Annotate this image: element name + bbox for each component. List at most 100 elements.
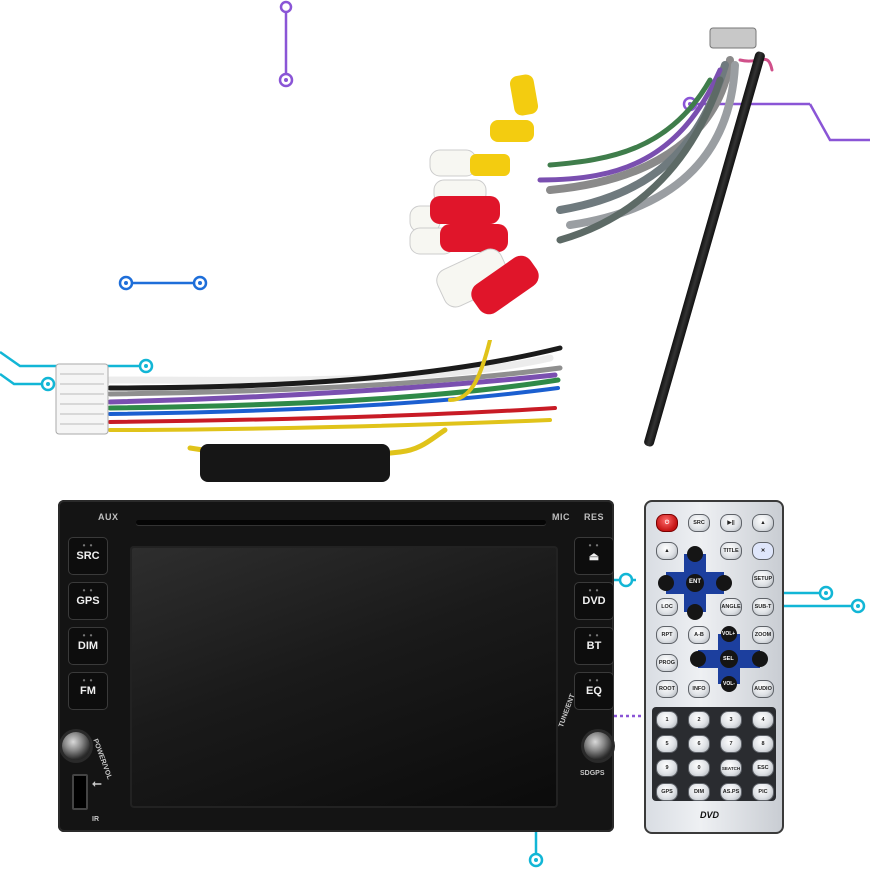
root-label: ROOT xyxy=(659,686,675,692)
as-ps-button[interactable]: AS.PS xyxy=(720,783,742,801)
band-button[interactable]: ▲ xyxy=(656,542,678,560)
circuit-node xyxy=(618,572,634,588)
key-2[interactable]: 2 xyxy=(688,711,710,729)
enter-button[interactable] xyxy=(686,574,704,592)
key-label: 5 xyxy=(665,741,669,747)
circuit-node xyxy=(279,0,293,14)
key-label: GPS xyxy=(661,789,673,795)
zoom-button[interactable]: ZOOM xyxy=(752,626,774,644)
mute-icon: ✕ xyxy=(760,548,766,554)
wire-yellow xyxy=(448,340,492,402)
loc-button[interactable]: LOC xyxy=(656,598,678,616)
nav-up-button[interactable] xyxy=(687,546,703,562)
harness-connector xyxy=(709,27,757,49)
key-4[interactable]: 4 xyxy=(752,711,774,729)
key-1[interactable]: 1 xyxy=(656,711,678,729)
src-remote-button[interactable]: SRC xyxy=(688,514,710,532)
rca-plug-yellow xyxy=(470,154,510,176)
angle-label: ANGLE xyxy=(721,604,741,610)
gps-remote-button[interactable]: GPS xyxy=(656,783,678,801)
key-5[interactable]: 5 xyxy=(656,735,678,753)
band-icon: ▲ xyxy=(664,548,670,554)
nav-down-button[interactable] xyxy=(687,604,703,620)
key-0[interactable]: 0 xyxy=(688,759,710,777)
display-screen xyxy=(130,546,558,808)
prev-button[interactable] xyxy=(690,651,706,667)
subtitle-label: SUB-T xyxy=(754,604,772,610)
tune-enter-knob[interactable] xyxy=(584,732,612,760)
a-b-button[interactable]: A-B xyxy=(688,626,710,644)
key-label: 2 xyxy=(697,717,701,723)
key-label: 0 xyxy=(697,765,701,771)
usb-port[interactable] xyxy=(72,774,88,810)
play-pause-label: ▶|| xyxy=(727,520,735,526)
bt-button[interactable]: • •BT xyxy=(574,627,614,665)
rca-plugs xyxy=(409,74,539,315)
wire-gray xyxy=(566,61,739,229)
setup-label: SETUP xyxy=(753,576,773,582)
wire-purple xyxy=(107,372,558,405)
wire-gray xyxy=(546,56,734,194)
key-3[interactable]: 3 xyxy=(720,711,742,729)
rca-cable-harness xyxy=(409,27,774,315)
angle-button[interactable]: ANGLE xyxy=(720,598,742,616)
eject-button[interactable]: • •⏏ xyxy=(574,537,614,575)
wire-green xyxy=(107,377,561,411)
key-6[interactable]: 6 xyxy=(688,735,710,753)
key-label: SEATCH xyxy=(721,765,741,771)
dvd-button[interactable]: • •DVD xyxy=(574,582,614,620)
prog-button[interactable]: PROG xyxy=(656,654,678,672)
remote-src-label: SRC xyxy=(693,520,705,526)
info-button[interactable]: INFO xyxy=(688,680,710,698)
root-button[interactable]: ROOT xyxy=(656,680,678,698)
nav-right-button[interactable] xyxy=(716,575,732,591)
pic-button[interactable]: PIC xyxy=(752,783,774,801)
key-9[interactable]: 9 xyxy=(656,759,678,777)
mute-button[interactable]: ✕ xyxy=(752,542,774,560)
audio-button[interactable]: AUDIO xyxy=(752,680,774,698)
circuit-line xyxy=(0,372,48,386)
eject-icon: ⏏ xyxy=(588,550,600,563)
title-button[interactable]: TITLE xyxy=(720,542,742,560)
numeric-keypad: 1 2 3 4 5 6 7 8 9 0 SEATCH ESC GPS DIM A… xyxy=(652,707,776,801)
power-volume-knob[interactable] xyxy=(62,732,90,760)
eject-remote-button[interactable]: ▲ xyxy=(752,514,774,532)
mic-label: MIC xyxy=(552,512,570,522)
next-button[interactable] xyxy=(752,651,768,667)
vol-down-button[interactable] xyxy=(721,676,737,692)
wire-red xyxy=(108,406,557,424)
nav-left-button[interactable] xyxy=(658,575,674,591)
search-button[interactable]: SEATCH xyxy=(720,759,742,777)
fm-button[interactable]: • •FM xyxy=(68,672,108,710)
prog-label: PROG xyxy=(658,660,676,666)
eq-button[interactable]: • •EQ xyxy=(574,672,614,710)
dim-remote-button[interactable]: DIM xyxy=(688,783,710,801)
dim-button-label: DIM xyxy=(77,640,99,652)
power-vol-label: POWER/VOL xyxy=(91,738,113,781)
ir-label: IR xyxy=(92,816,99,823)
circuit-node-dot xyxy=(534,858,538,862)
head-unit: AUX MIC RES • •SRC • •GPS • •DIM • •FM •… xyxy=(58,500,614,832)
sel-button[interactable] xyxy=(720,650,738,668)
play-pause-button[interactable]: ▶|| xyxy=(720,514,742,532)
setup-button[interactable]: SETUP xyxy=(752,570,774,588)
disc-slot xyxy=(136,520,546,525)
vol-up-button[interactable] xyxy=(721,626,737,642)
dim-button[interactable]: • •DIM xyxy=(68,627,108,665)
repeat-label: RPT xyxy=(661,632,673,638)
info-label: INFO xyxy=(692,686,706,692)
rca-plug-red xyxy=(471,255,539,315)
esc-button[interactable]: ESC xyxy=(752,759,774,777)
wire-gray xyxy=(556,76,724,244)
wire-black xyxy=(107,345,563,391)
subtitle-button[interactable]: SUB-T xyxy=(752,598,774,616)
src-button[interactable]: • •SRC xyxy=(68,537,108,575)
gps-button[interactable]: • •GPS xyxy=(68,582,108,620)
key-7[interactable]: 7 xyxy=(720,735,742,753)
key-8[interactable]: 8 xyxy=(752,735,774,753)
repeat-button[interactable]: RPT xyxy=(656,626,678,644)
wire-purple xyxy=(537,67,723,183)
power-button[interactable]: ⏻ xyxy=(656,514,678,532)
